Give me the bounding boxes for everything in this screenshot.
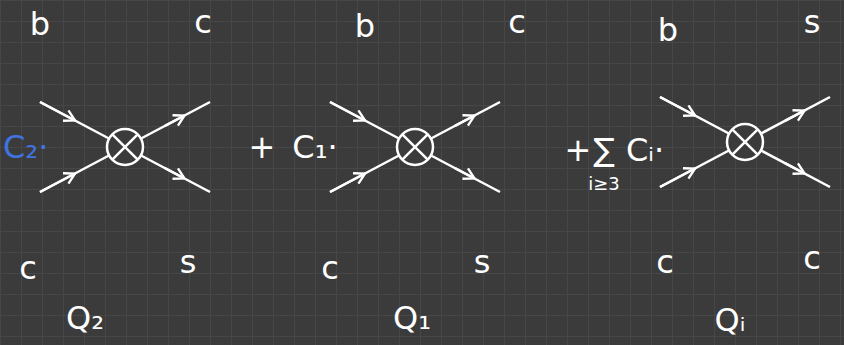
quark-label: b (30, 8, 50, 40)
sum-sign: ∑ (593, 134, 615, 166)
plus-sign: + (565, 134, 592, 166)
coefficient-label: C₁· (292, 131, 337, 163)
quark-label: b (355, 10, 375, 42)
quark-label: c (194, 6, 212, 38)
quark-label: c (19, 252, 37, 284)
quark-label: s (180, 246, 197, 278)
operator-name: Q₁ (393, 302, 431, 334)
operator-vertex (40, 102, 210, 192)
operator-vertex (660, 97, 830, 187)
quark-label: c (321, 252, 339, 284)
quark-label: c (508, 6, 526, 38)
operator-name: Qᵢ (715, 304, 746, 336)
coefficient-label: Cᵢ· (626, 134, 664, 166)
quark-label: b (658, 14, 678, 46)
quark-label: c (803, 242, 821, 274)
quark-label: s (474, 246, 491, 278)
plus-sign: + (249, 131, 276, 163)
coefficient-label: C₂· (3, 131, 48, 163)
operator-vertex (330, 102, 500, 192)
quark-label: c (656, 246, 674, 278)
sum-range: i≥3 (588, 175, 620, 193)
operator-name: Q₂ (66, 302, 104, 334)
quark-label: s (804, 6, 821, 38)
